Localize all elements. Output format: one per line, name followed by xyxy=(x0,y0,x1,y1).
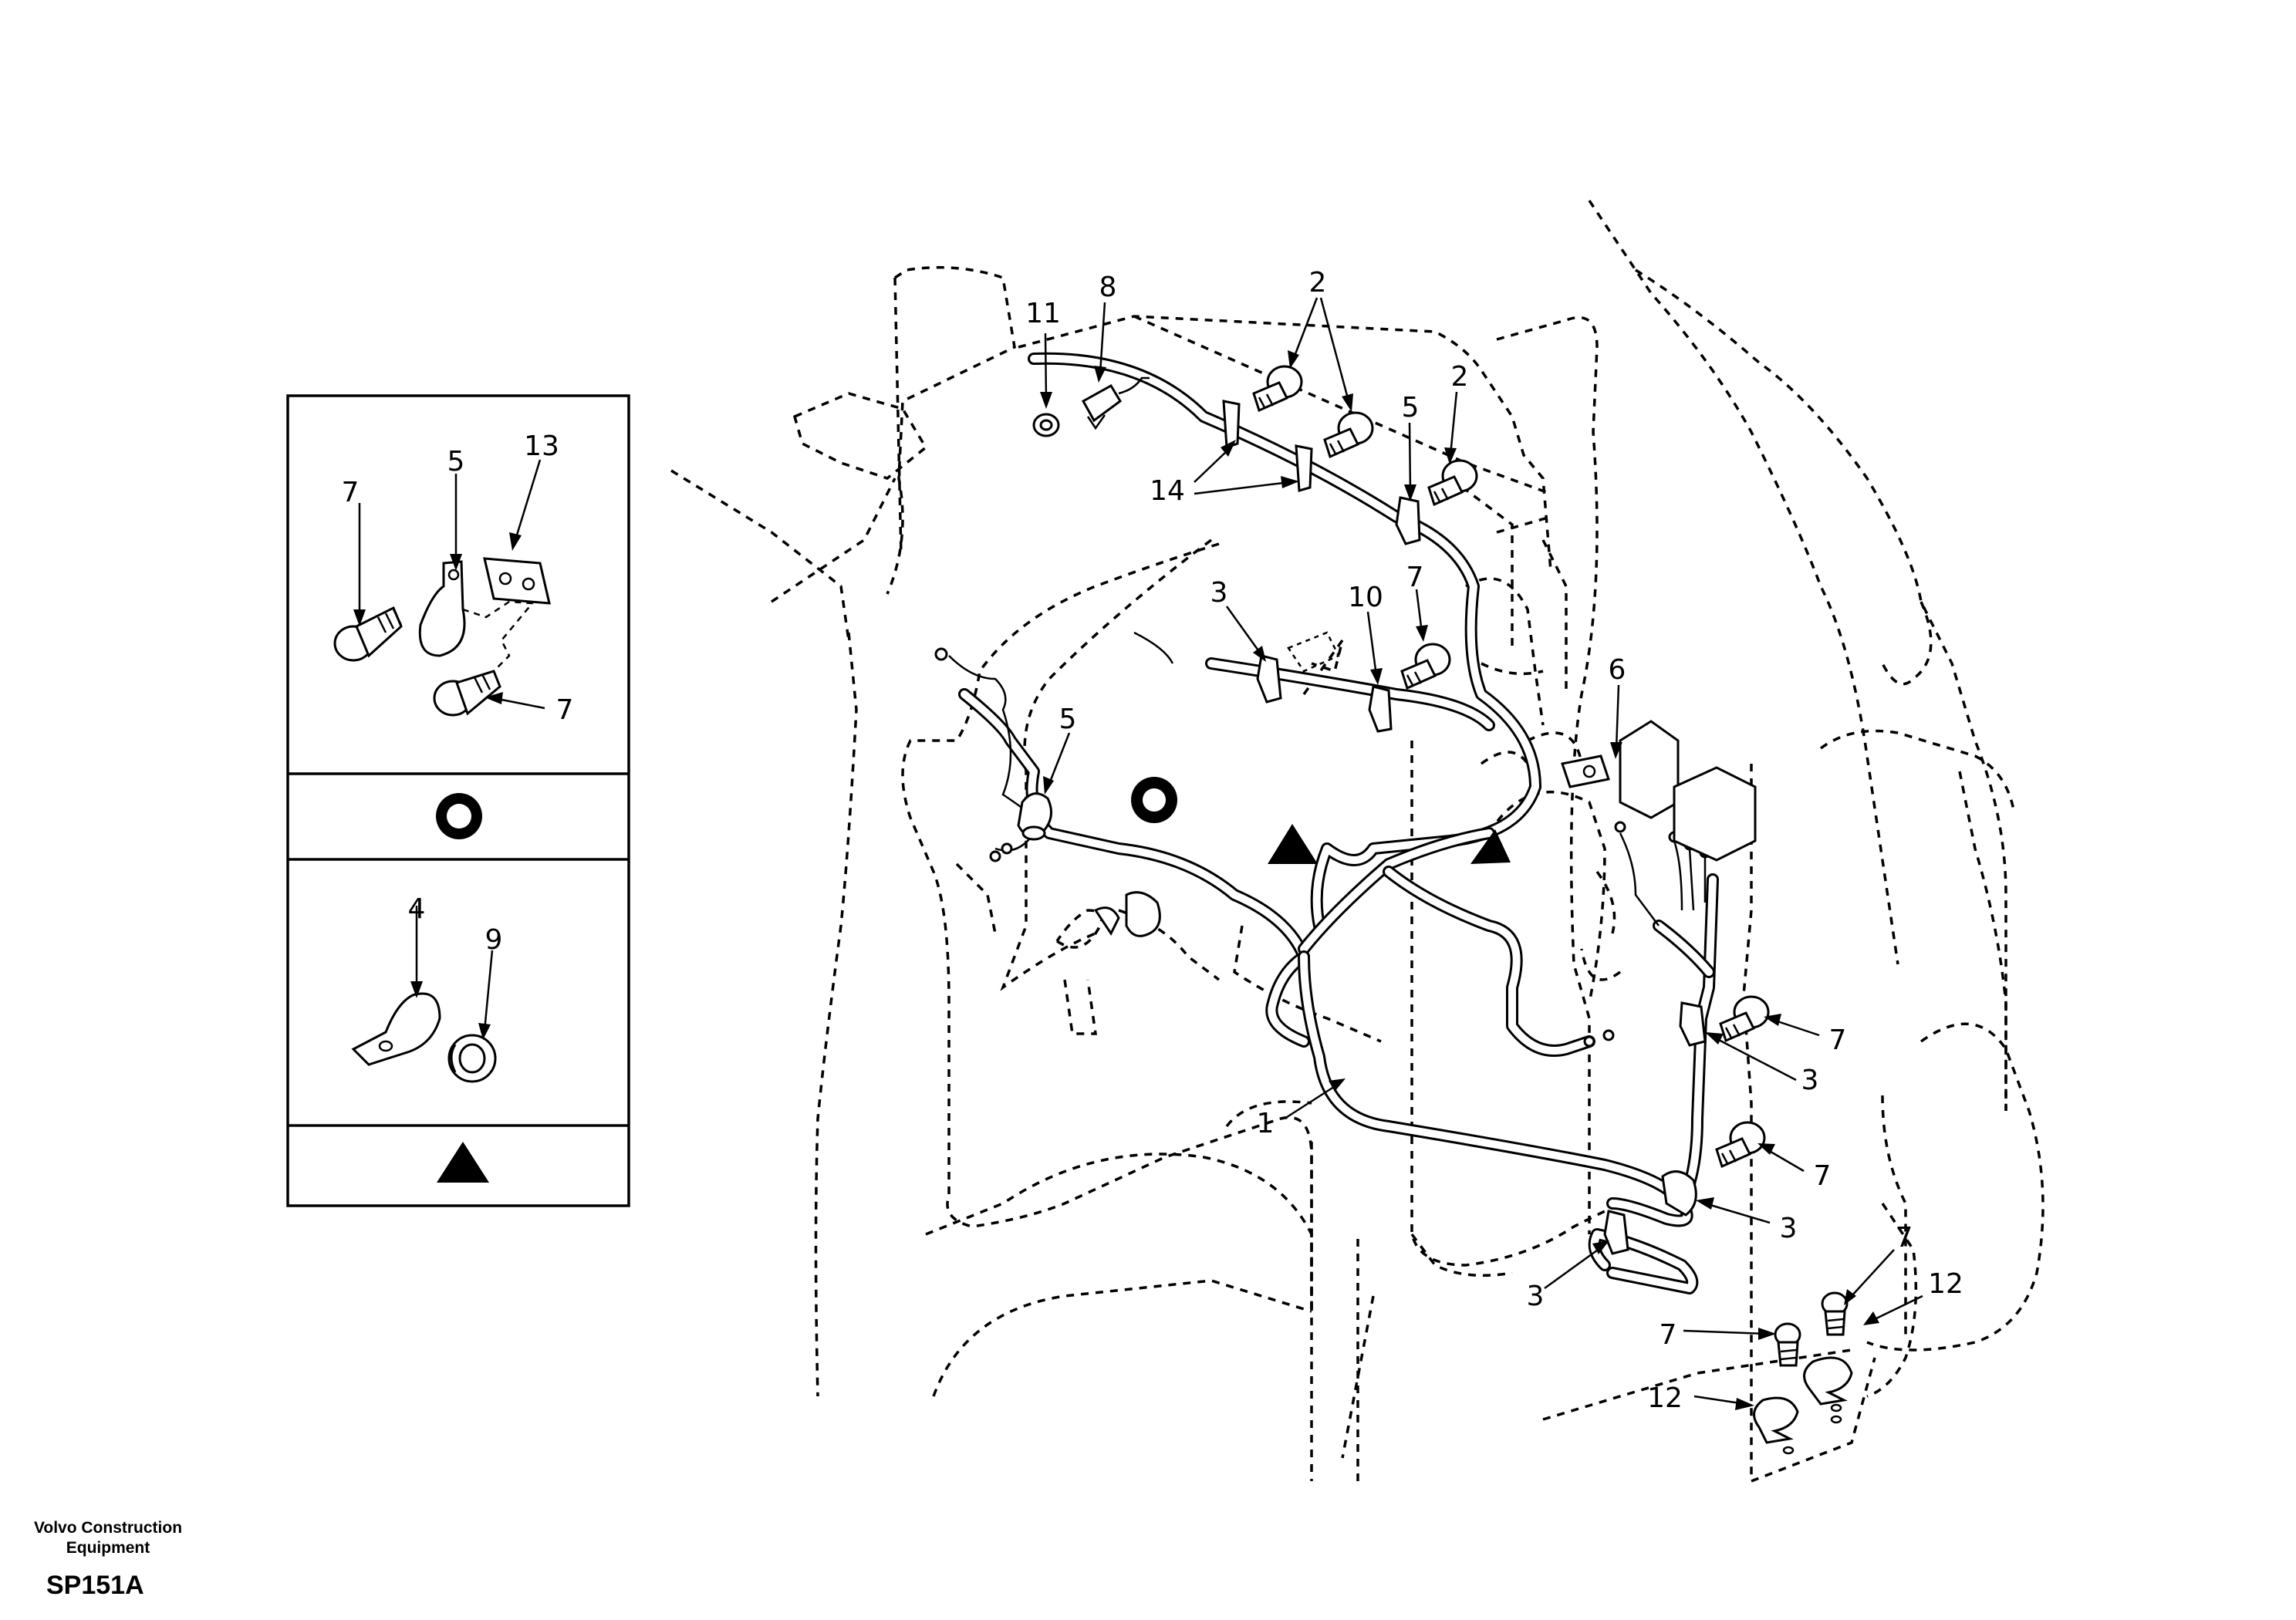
relay-hex-a xyxy=(1619,720,1680,819)
callout-11: 11 xyxy=(1025,298,1061,329)
legend-box xyxy=(286,394,630,1207)
main-hardware xyxy=(1017,365,1853,1455)
callout-7-bottom-right: 7 xyxy=(1896,1222,1913,1254)
clamp-part-3-lower xyxy=(1603,1210,1629,1255)
bolt-part-7-mid xyxy=(1400,643,1451,690)
bolt-part-2-c xyxy=(1427,459,1478,507)
callout-5-left: 5 xyxy=(1059,704,1077,735)
bracket-part-6 xyxy=(1561,754,1610,788)
callout-9-legend: 9 xyxy=(485,924,503,956)
clamp-part-12-a xyxy=(1803,1356,1853,1406)
callout-7-legend-bottom: 7 xyxy=(556,694,574,726)
bolt-part-7-bottom-a xyxy=(1774,1322,1801,1367)
callout-14: 14 xyxy=(1150,475,1185,507)
machine-outline xyxy=(670,200,2044,1483)
clamp-part-3-right xyxy=(1679,1001,1707,1047)
triangle-marker-b xyxy=(1470,829,1511,864)
callout-12-right: 12 xyxy=(1928,1268,1963,1300)
bolt-part-2-a xyxy=(1252,365,1303,413)
callout-2-top: 2 xyxy=(1309,267,1327,299)
callout-8: 8 xyxy=(1099,272,1117,303)
clip-part-14-a xyxy=(1222,400,1241,450)
clamp-part-3-top xyxy=(1256,654,1282,704)
triangle-symbol xyxy=(437,1142,489,1183)
callout-3-right-b: 3 xyxy=(1780,1213,1798,1244)
clamp-part-5-top xyxy=(1395,496,1421,545)
callout-7-bottom-left: 7 xyxy=(1660,1319,1677,1351)
bolt-part-7-right-upper xyxy=(1719,995,1770,1043)
callout-3-right-a: 3 xyxy=(1801,1065,1819,1096)
bolt-part-7-bottom-b xyxy=(1821,1291,1849,1336)
callout-5-legend: 5 xyxy=(447,446,465,478)
wiring-harness xyxy=(934,352,1719,1294)
callout-10: 10 xyxy=(1348,582,1383,613)
bolt-part-7-lower xyxy=(433,670,501,717)
manufacturer-name: Volvo Construction Equipment xyxy=(33,1519,183,1557)
bolt-part-2-b xyxy=(1323,411,1374,459)
grommet-symbol xyxy=(436,793,482,839)
clamp-part-3-bottom xyxy=(1661,1170,1697,1217)
callout-4-legend: 4 xyxy=(408,893,426,925)
clamp-part-5 xyxy=(418,560,466,657)
clamp-part-12-b xyxy=(1753,1396,1799,1444)
footer: Volvo Construction Equipment SP151A xyxy=(15,1518,201,1601)
callout-7-legend-top: 7 xyxy=(342,477,360,508)
triangle-marker-a xyxy=(1268,824,1318,864)
diagram-code: SP151A xyxy=(46,1571,144,1600)
grommet-in-view xyxy=(1131,777,1177,823)
bolt-part-7-upper xyxy=(333,606,403,662)
clamp-part-10 xyxy=(1368,685,1393,733)
bushing-part-9 xyxy=(447,1034,497,1083)
callout-3-bottom: 3 xyxy=(1527,1281,1545,1312)
callout-leaders xyxy=(1040,297,1923,1410)
callout-3-top: 3 xyxy=(1210,577,1228,609)
callout-6: 6 xyxy=(1609,654,1626,686)
plate-part-13 xyxy=(483,557,551,605)
callout-7-mid: 7 xyxy=(1406,562,1424,593)
sensor-part-8 xyxy=(1081,376,1150,430)
callout-labels: 7 5 13 7 4 9 11 8 2 5 2 14 3 10 7 5 6 1 … xyxy=(342,267,1963,1414)
callout-1: 1 xyxy=(1257,1108,1275,1139)
clip-part-14-b xyxy=(1295,444,1313,492)
callout-7-right-a: 7 xyxy=(1829,1024,1847,1056)
callout-5-top: 5 xyxy=(1402,392,1420,424)
callout-7-right-b: 7 xyxy=(1814,1160,1832,1192)
callout-13-legend: 13 xyxy=(524,430,559,462)
callout-2-right: 2 xyxy=(1451,361,1469,393)
relay-hex-b xyxy=(1673,766,1757,862)
clamp-part-4 xyxy=(351,992,441,1066)
bolt-part-7-right-lower xyxy=(1715,1121,1766,1169)
callout-12-left: 12 xyxy=(1647,1382,1683,1414)
nut-part-11 xyxy=(1032,413,1060,437)
